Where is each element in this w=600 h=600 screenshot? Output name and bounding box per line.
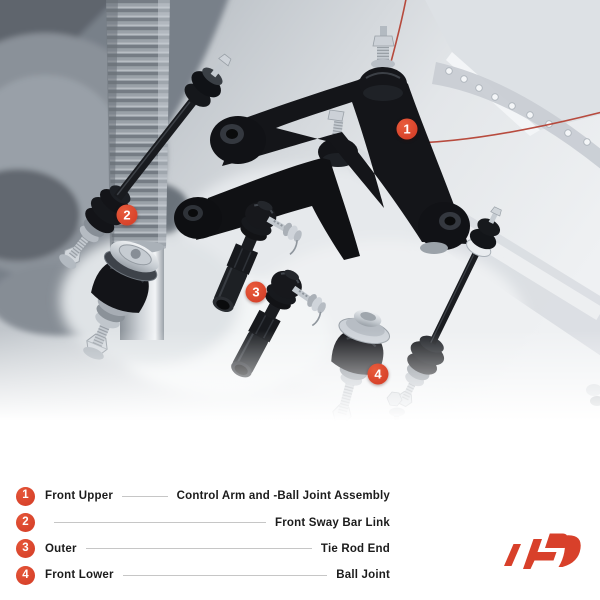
legend-left-label: Outer [45,542,77,555]
ap-monogram-logo-icon [504,533,581,569]
control-arm-front-upper [210,26,470,254]
legend-left-label: Front Upper [45,490,113,503]
bolt-flange [432,62,600,169]
legend-right-label: Tie Rod End [320,542,390,555]
legend-marker-2: 2 [16,513,35,533]
legend-row-2: 2 Front Sway Bar Link [16,509,390,535]
white-fade [0,330,600,460]
legend-marker-1: 1 [16,486,35,506]
legend-marker-3: 3 [16,539,35,559]
legend-right-label: Front Sway Bar Link [275,516,390,529]
legend-row-1: 1 Front Upper Control Arm and -Ball Join… [16,483,390,509]
photo-marker-3: 3 [245,281,267,303]
photo-marker-2: 2 [116,204,138,226]
flange-bolts [445,67,591,146]
photo-marker-1: 1 [396,118,418,140]
parts-legend: 1 Front Upper Control Arm and -Ball Join… [16,483,390,589]
legend-row-3: 3 Outer Tie Rod End [16,536,390,562]
legend-leader-line [85,548,312,550]
photo-marker-4: 4 [367,363,389,385]
legend-leader-line [54,522,266,524]
legend-right-label: Control Arm and -Ball Joint Assembly [176,490,390,503]
legend-left-label: Front Lower [45,569,114,582]
legend-leader-line [122,495,168,497]
legend-leader-line [122,574,328,576]
suspension-kit-photo [0,0,600,460]
legend-row-4: 4 Front Lower Ball Joint [16,562,390,588]
legend-right-label: Ball Joint [336,569,390,582]
legend-marker-4: 4 [16,565,35,585]
sway-bar-link-left [59,53,232,269]
